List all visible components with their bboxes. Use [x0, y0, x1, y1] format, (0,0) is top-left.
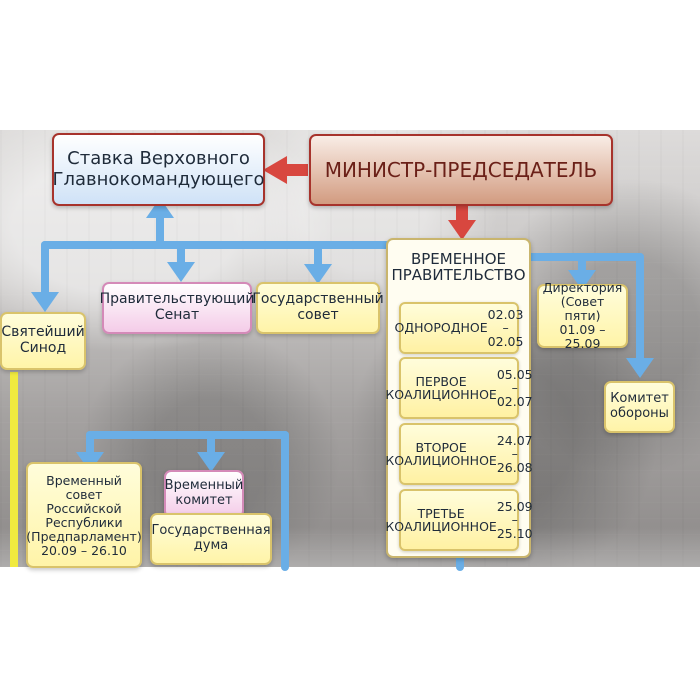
- preparliament-box: Временный совет Российской Республики (П…: [26, 462, 142, 568]
- composition-first-coalition-label: ПЕРВОЕ КОАЛИЦИОННОЕ: [385, 373, 497, 402]
- state-council-box: Государственный совет: [252, 282, 384, 334]
- composition-third-coalition: ТРЕТЬЕ КОАЛИЦИОННОЕ 25.09 – 25.10: [385, 489, 533, 551]
- composition-third-coalition-dates: 25.09 – 25.10: [496, 498, 533, 541]
- composition-first-coalition: ПЕРВОЕ КОАЛИЦИОННОЕ 05.05 – 02.07: [385, 357, 533, 419]
- synod-label: Святейший Синод: [1, 324, 85, 356]
- stavka-label: Ставка Верховного Главнокомандующего: [52, 148, 265, 190]
- composition-second-coalition-dates: 24.07 – 26.08: [496, 432, 533, 475]
- defense-committee-label: Комитет обороны: [610, 391, 669, 421]
- chairman-label: МИНИСТР-ПРЕДСЕДАТЕЛЬ: [324, 157, 598, 182]
- chairman-box: МИНИСТР-ПРЕДСЕДАТЕЛЬ: [309, 134, 613, 206]
- provisional-government-box: ВРЕМЕННОЕ ПРАВИТЕЛЬСТВО ОДНОРОДНОЕ 02.03…: [385, 238, 533, 558]
- composition-third-coalition-label: ТРЕТЬЕ КОАЛИЦИОННОЕ: [385, 505, 497, 534]
- composition-homogeneous-label: ОДНОРОДНОЕ: [394, 320, 488, 336]
- composition-homogeneous-dates: 02.03 – 02.05: [487, 306, 524, 349]
- stavka-box: Ставка Верховного Главнокомандующего: [52, 133, 265, 206]
- state-duma-box: Государственная дума: [150, 513, 272, 565]
- senate-box: Правительствующий Сенат: [99, 282, 255, 334]
- provisional-government-title: ВРЕМЕННОЕ ПРАВИТЕЛЬСТВО: [391, 250, 526, 284]
- composition-second-coalition: ВТОРОЕ КОАЛИЦИОННОЕ 24.07 – 26.08: [385, 423, 533, 485]
- composition-first-coalition-dates: 05.05 – 02.07: [496, 366, 533, 409]
- directory-label: Директория (Совет пяти) 01.09 – 25.09: [542, 280, 623, 351]
- composition-second-coalition-label: ВТОРОЕ КОАЛИЦИОННОЕ: [385, 439, 497, 468]
- defense-committee-box: Комитет обороны: [604, 381, 675, 433]
- provisional-committee-label: Временный комитет: [164, 478, 244, 508]
- provisional-committee-box: Временный комитет: [164, 470, 244, 518]
- senate-label: Правительствующий Сенат: [99, 291, 255, 323]
- state-duma-label: Государственная дума: [151, 523, 271, 553]
- preparliament-label: Временный совет Российской Республики (П…: [26, 473, 142, 558]
- synod-box: Святейший Синод: [0, 312, 86, 370]
- state-council-label: Государственный совет: [252, 291, 384, 323]
- directory-box: Директория (Совет пяти) 01.09 – 25.09: [537, 280, 628, 351]
- composition-homogeneous: ОДНОРОДНОЕ 02.03 – 02.05: [395, 302, 523, 354]
